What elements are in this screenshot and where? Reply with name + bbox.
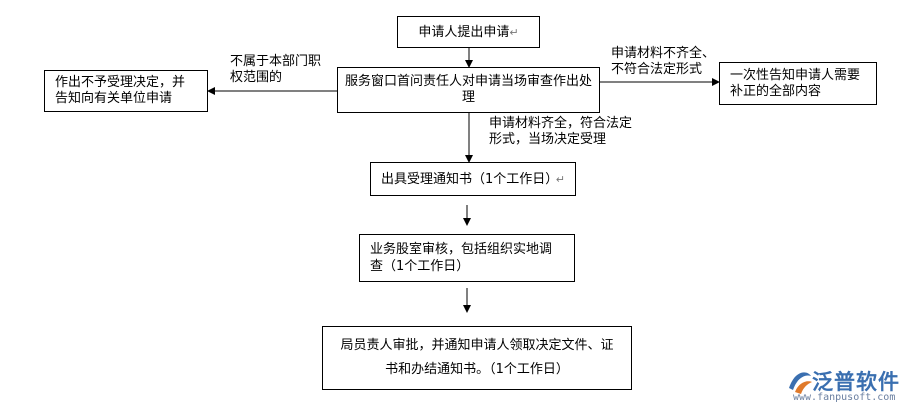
- node-window-review-text: 服务窗口首问责任人对申请当场审查作出处理: [344, 74, 592, 105]
- logo-url: www.fanpusoft.com: [793, 392, 896, 403]
- pilcrow-icon: ↵: [509, 25, 519, 39]
- edge-label-not-in-scope-text: 不属于本部门职权范围的: [230, 54, 322, 85]
- edge-label-complete: 申请材料齐全，符合法定形式，当场决定受理: [489, 116, 639, 148]
- logo-name: 泛普软件: [812, 370, 900, 394]
- edge-label-incomplete-text: 申请材料不齐全、不符合法定形式: [611, 46, 716, 77]
- node-accept-notice: 出具受理通知书（1个工作日） ↵: [370, 162, 576, 196]
- edge-label-incomplete: 申请材料不齐全、不符合法定形式: [611, 46, 717, 78]
- node-reject: 作出不予受理决定，并告知向有关单位申请: [44, 70, 208, 112]
- node-apply-text: 申请人提出申请: [418, 24, 510, 40]
- edge-label-complete-text: 申请材料齐全，符合法定形式，当场决定受理: [489, 116, 633, 147]
- fanpu-logo-icon: [789, 372, 812, 394]
- node-section-review-text: 业务股室审核，包括组织实地调查（1个工作日）: [370, 242, 553, 274]
- edge-label-not-in-scope: 不属于本部门职权范围的: [230, 54, 330, 86]
- node-reject-text: 作出不予受理决定，并告知向有关单位申请: [55, 75, 186, 106]
- node-approval-text: 局员责人审批，并通知申请人领取决定文件、证书和办结通知书。（1个工作日）: [340, 338, 614, 377]
- node-section-review: 业务股室审核，包括组织实地调查（1个工作日）: [359, 234, 575, 282]
- node-accept-notice-text: 出具受理通知书（1个工作日）: [381, 171, 559, 187]
- node-approval: 局员责人审批，并通知申请人领取决定文件、证书和办结通知书。（1个工作日）: [322, 326, 632, 390]
- node-window-review: 服务窗口首问责任人对申请当场审查作出处理: [337, 67, 600, 113]
- pilcrow-icon: ↵: [555, 172, 565, 186]
- node-notify-supplement: 一次性告知申请人需要补正的全部内容: [719, 62, 877, 105]
- node-notify-supplement-text: 一次性告知申请人需要补正的全部内容: [730, 67, 861, 99]
- node-apply: 申请人提出申请 ↵: [397, 16, 540, 48]
